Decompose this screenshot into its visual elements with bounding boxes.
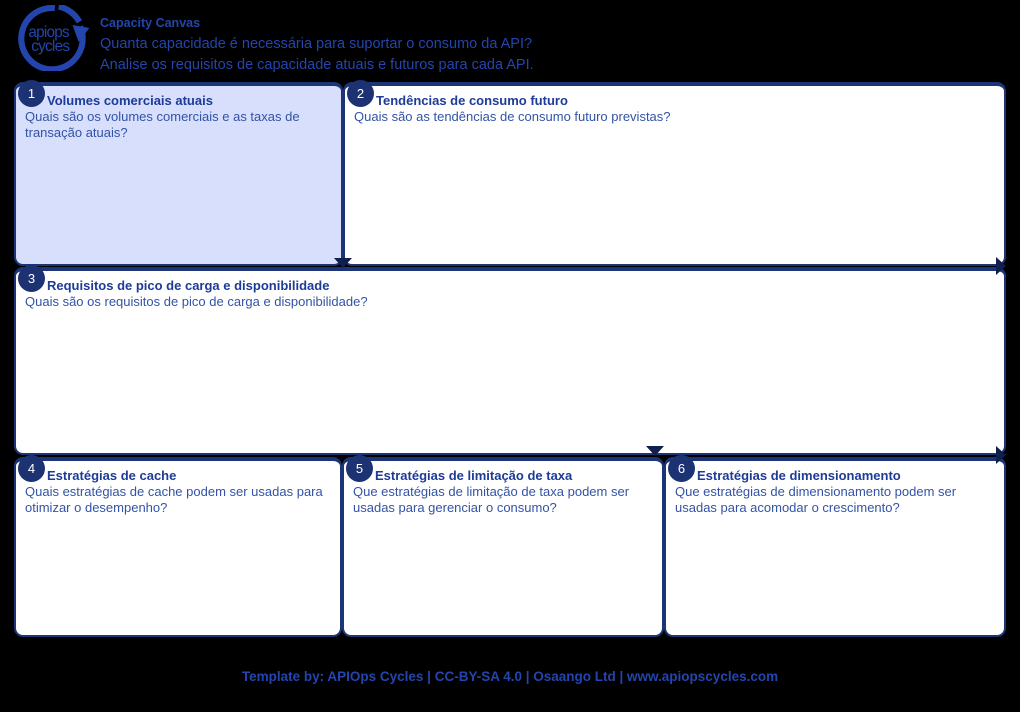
card-question: Que estratégias de limitação de taxa pod…: [353, 484, 630, 515]
card-number: 6: [677, 461, 686, 476]
card-question: Quais são os volumes comerciais e as tax…: [25, 109, 300, 140]
card-number-badge: 5: [346, 455, 373, 482]
card-title: Estratégias de limitação de taxa: [375, 468, 573, 483]
canvas-title: Capacity Canvas: [100, 16, 201, 30]
card-title: Tendências de consumo futuro: [376, 93, 568, 108]
card-estrategias-limitacao-taxa: 5 Estratégias de limitação de taxa Que e…: [342, 455, 664, 637]
card-number: 2: [356, 86, 365, 101]
apiops-cycles-logo-icon: apiops cycles: [18, 5, 90, 71]
card-title: Volumes comerciais atuais: [47, 93, 213, 108]
card-volumes-comerciais-atuais: 1 Volumes comerciais atuais Quais são os…: [14, 80, 343, 266]
card-number-badge: 6: [668, 455, 695, 482]
card-number-badge: 2: [347, 80, 374, 107]
footer-credits: Template by: APIOps Cycles | CC-BY-SA 4.…: [241, 669, 779, 684]
card-requisitos-pico-carga: 3 Requisitos de pico de carga e disponib…: [14, 265, 1006, 455]
card-estrategias-cache: 4 Estratégias de cache Quais estratégias…: [14, 455, 342, 637]
card-title: Requisitos de pico de carga e disponibil…: [47, 278, 330, 293]
card-number: 1: [27, 86, 36, 101]
card-number-badge: 3: [18, 265, 45, 292]
card-question: Quais são os requisitos de pico de carga…: [25, 294, 368, 309]
card-question: Quais estratégias de cache podem ser usa…: [25, 484, 323, 515]
canvas-question: Quanta capacidade é necessária para supo…: [100, 36, 533, 52]
card-question: Quais são as tendências de consumo futur…: [354, 109, 671, 124]
arrow-right-icon: [996, 446, 1006, 464]
card-number-badge: 4: [18, 455, 45, 482]
card-question: Que estratégias de dimensionamento podem…: [675, 484, 957, 515]
card-number: 4: [27, 461, 36, 476]
card-tendencias-consumo-futuro: 2 Tendências de consumo futuro Quais são…: [343, 80, 1006, 266]
arrow-right-icon: [996, 257, 1006, 275]
canvas-instruction: Analise os requisitos de capacidade atua…: [100, 57, 534, 73]
card-number: 5: [355, 461, 364, 476]
svg-text:apiops: apiops: [28, 24, 70, 41]
svg-text:cycles: cycles: [31, 38, 70, 55]
card-title: Estratégias de cache: [47, 468, 177, 483]
card-title: Estratégias de dimensionamento: [697, 468, 901, 483]
card-number-badge: 1: [18, 80, 45, 107]
arrow-down-icon: [334, 258, 352, 268]
card-estrategias-dimensionamento: 6 Estratégias de dimensionamento Que est…: [664, 455, 1006, 637]
arrow-down-icon: [646, 446, 664, 456]
card-number: 3: [27, 271, 36, 286]
